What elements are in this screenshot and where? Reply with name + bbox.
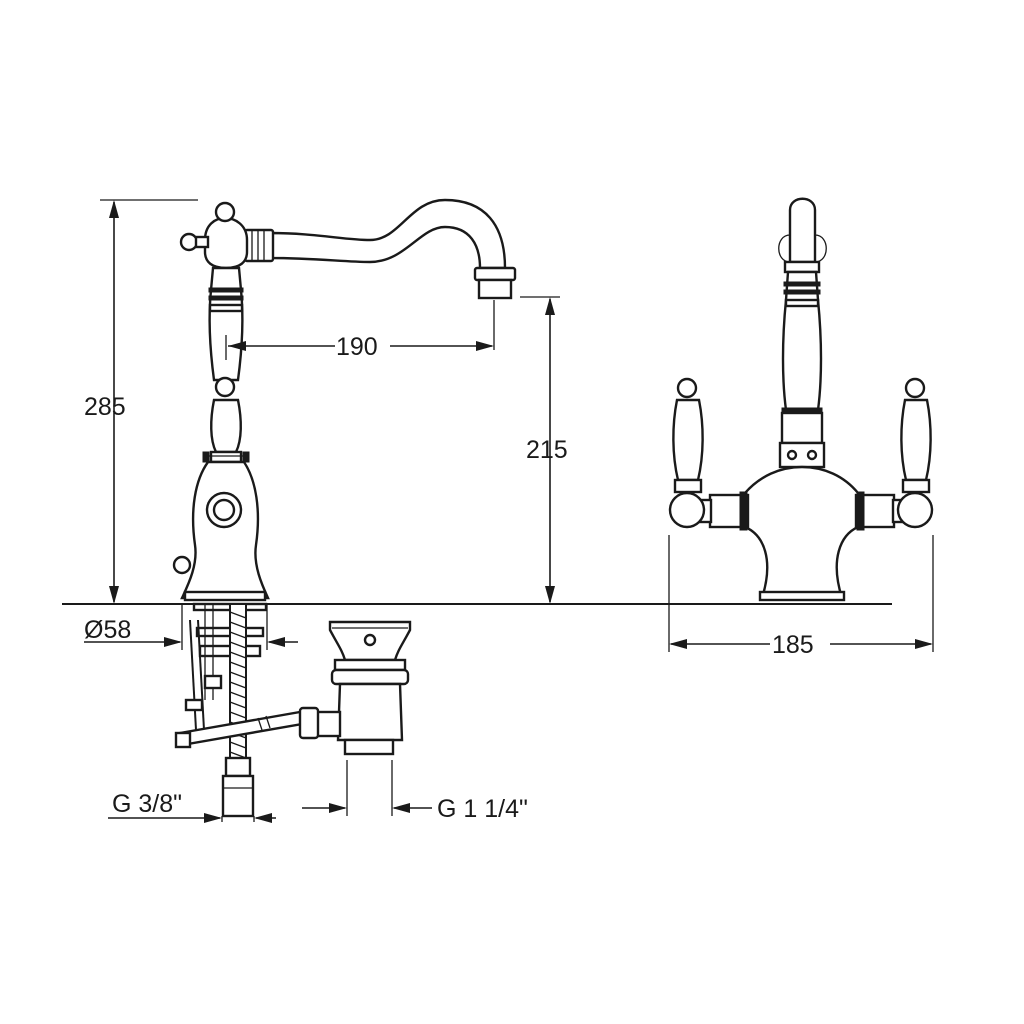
dim-total-height: 285 — [84, 199, 198, 604]
faucet-head — [203, 216, 249, 270]
dim-label-g38: G 3/8" — [112, 790, 182, 818]
lever-knob — [214, 376, 236, 398]
dim-label-190: 190 — [336, 333, 378, 361]
spout-collar — [243, 228, 275, 263]
right-handle — [900, 398, 932, 482]
faucet-column — [208, 266, 244, 382]
dim-base-diameter: Ø58 — [84, 604, 298, 650]
side-view-faucet — [172, 198, 517, 602]
top-finial — [214, 201, 236, 223]
left-handle — [672, 398, 704, 482]
front-spout-loop — [788, 197, 817, 264]
dim-label-215: 215 — [526, 436, 568, 464]
side-finial — [179, 232, 199, 252]
dim-overall-width: 185 — [668, 535, 934, 659]
hose-connector — [224, 756, 252, 778]
dim-waste-thread: G 1 1/4" — [302, 760, 528, 823]
dim-spout-height: 215 — [520, 296, 568, 604]
aerator-nozzle — [477, 278, 513, 300]
front-view-faucet — [668, 197, 934, 602]
dim-label-58: Ø58 — [84, 616, 131, 644]
dim-label-285: 285 — [84, 393, 126, 421]
dim-spout-reach: 190 — [225, 300, 495, 361]
dim-label-185: 185 — [772, 631, 814, 659]
spout-pipe — [268, 198, 507, 270]
right-handle-knob — [904, 377, 926, 399]
front-body — [743, 465, 860, 600]
waste-body — [336, 682, 404, 742]
faucet-body — [180, 460, 270, 600]
lever-handle — [210, 398, 242, 454]
left-handle-knob — [676, 377, 698, 399]
under-counter-fittings — [174, 602, 304, 818]
dim-inlet-thread: G 3/8" — [108, 790, 276, 823]
dim-label-g114: G 1 1/4" — [437, 795, 528, 823]
pop-up-waste — [298, 620, 412, 756]
aerator-ring — [473, 266, 517, 282]
pop-up-knob — [172, 555, 192, 575]
